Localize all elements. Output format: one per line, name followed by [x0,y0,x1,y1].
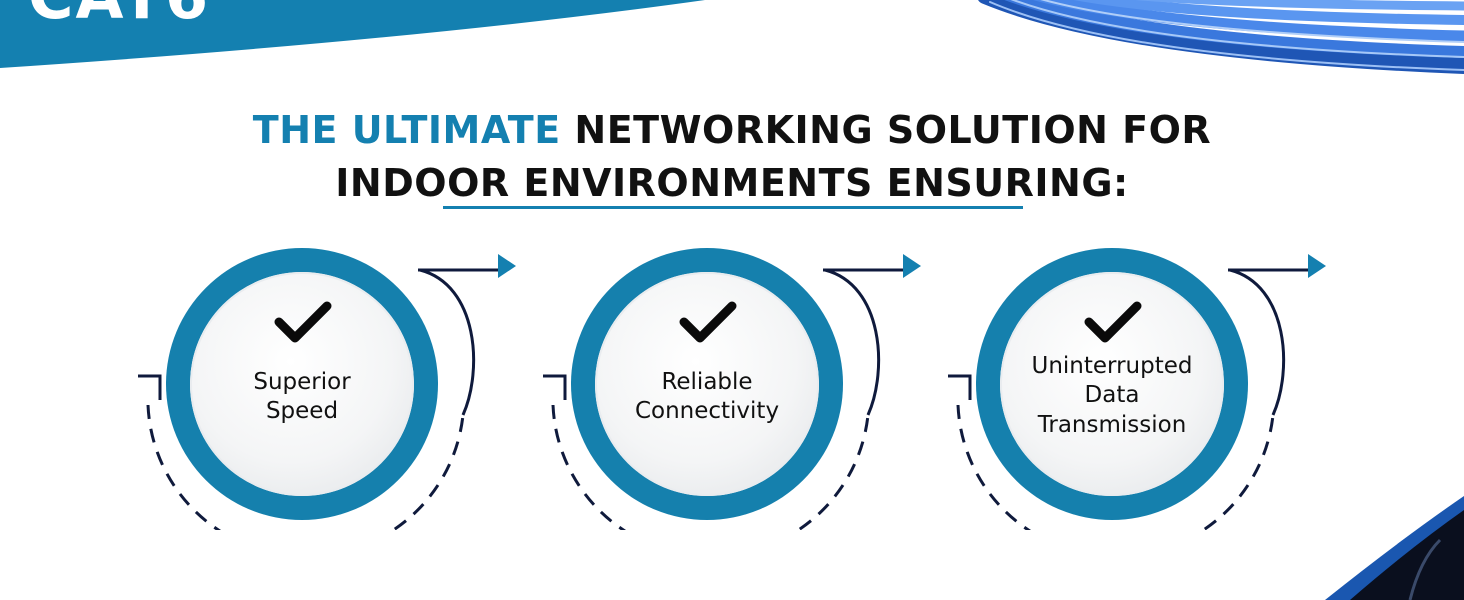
feature-path-decoration [543,254,921,530]
feature-label: Uninterrupted Data Transmission [1010,352,1214,440]
feature-label-line-1: Superior [253,369,351,395]
brand-logo-text: CAT6 [28,0,210,28]
feature-label-line-1: Uninterrupted [1031,353,1193,379]
feature-label: Reliable Connectivity [605,368,809,427]
feature-label: Superior Speed [200,368,404,427]
headline-accent: THE ULTIMATE [252,108,561,152]
headline-line-1: THE ULTIMATE NETWORKING SOLUTION FOR [0,108,1464,153]
feature-label-line-2: Connectivity [634,398,780,425]
arrow-right-icon [1308,254,1326,278]
feature-path-decoration [948,254,1326,530]
feature-uninterrupted-data-transmission: Uninterrupted Data Transmission [948,240,1348,530]
arrow-right-icon [498,254,516,278]
feature-disc [190,272,414,496]
feature-path-decoration [138,254,516,530]
feature-label-line-3: Transmission [1037,411,1187,438]
checkmark-icon [1084,301,1142,343]
feature-superior-speed: Superior Speed [138,240,538,530]
feature-label-line-2: Speed [265,398,339,425]
brand-swoosh [0,0,705,68]
headline-line-2: INDOOR ENVIRONMENTS ENSURING: [335,161,1129,205]
checkmark-icon [274,301,332,343]
cable-coil-image [978,0,1464,74]
headline-rest: NETWORKING SOLUTION FOR [560,108,1212,152]
feature-disc [595,272,819,496]
dark-corner-graphic [1325,496,1464,600]
feature-reliable-connectivity: Reliable Connectivity [543,240,943,530]
feature-label-line-1: Reliable [661,369,753,395]
feature-label-line-2: Data [1084,382,1140,409]
headline-underline [443,206,1023,209]
checkmark-icon [679,301,737,343]
arrow-right-icon [903,254,921,278]
feature-disc [1000,272,1224,496]
